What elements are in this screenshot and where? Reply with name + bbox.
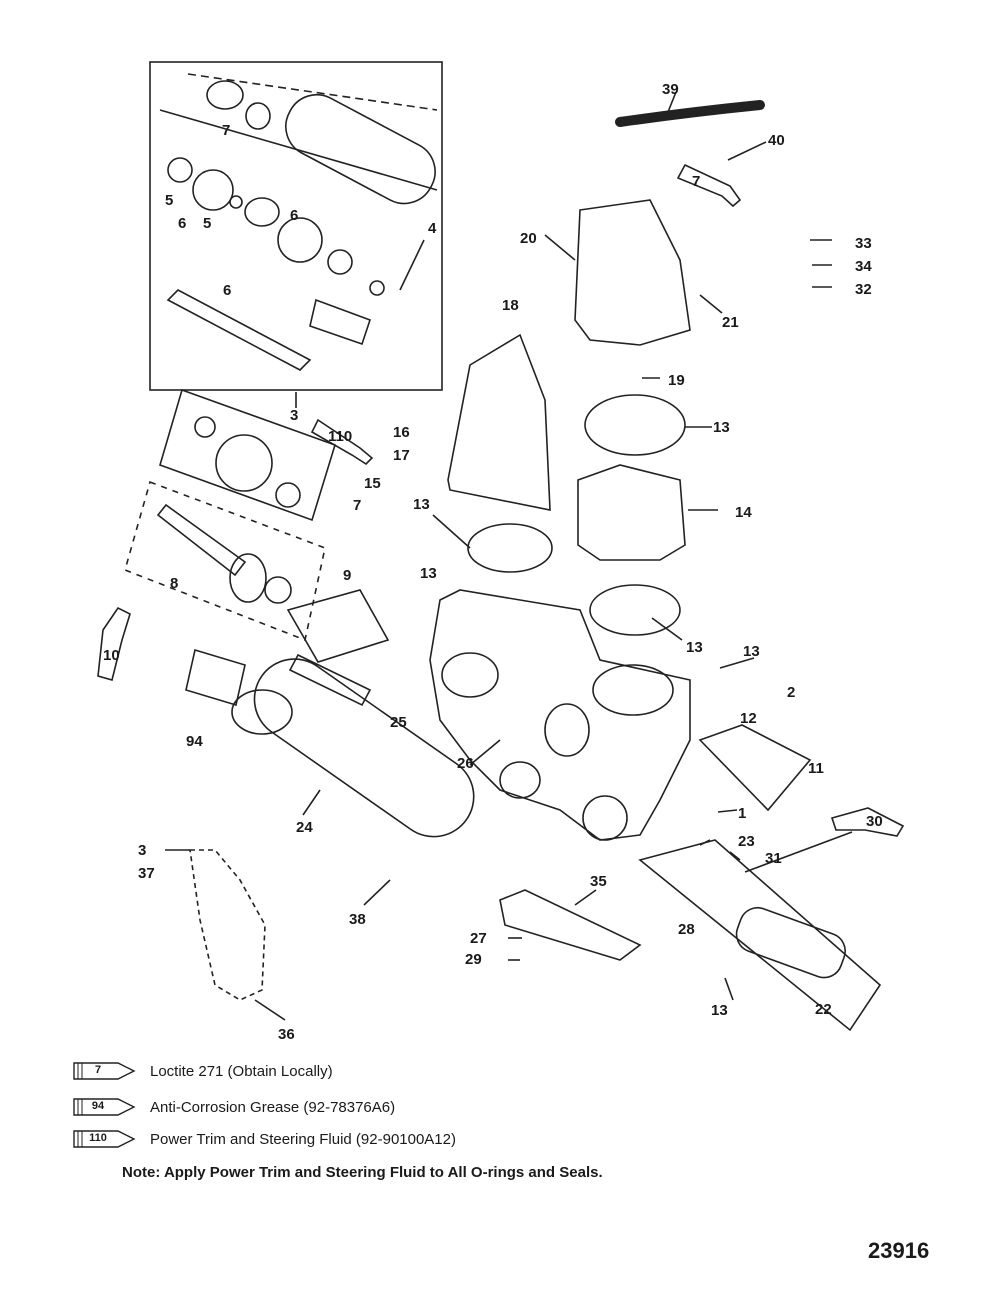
callout: 3 [290, 407, 298, 424]
callout: 34 [855, 258, 872, 275]
callout: 2 [787, 684, 795, 701]
callout: 18 [502, 297, 519, 314]
tube-number: 110 [89, 1132, 107, 1144]
inset-cylinder [285, 93, 436, 205]
callout: 24 [296, 819, 313, 836]
callout: 13 [711, 1002, 728, 1019]
callout: 6 [290, 207, 298, 224]
callout: 3 [138, 842, 146, 859]
inset-box-10 [286, 589, 390, 663]
callout: 7 [353, 497, 361, 514]
bar-27 [499, 889, 642, 961]
callout: 13 [420, 565, 437, 582]
sealant-tube-icon: 7 [72, 1062, 136, 1080]
callout: 110 [328, 428, 352, 445]
figure-number: 23916 [868, 1238, 930, 1263]
legend-row-grease: 94 Anti-Corrosion Grease (92-78376A6) [72, 1094, 395, 1120]
callout: 36 [278, 1026, 295, 1043]
callout: 32 [855, 281, 872, 298]
inset-box-pump [149, 61, 443, 391]
callout: 4 [428, 220, 437, 237]
callout: 14 [735, 504, 752, 521]
callout: 1 [738, 805, 746, 822]
callout: 12 [740, 710, 757, 727]
legend-text: Power Trim and Steering Fluid (92-90100A… [150, 1130, 456, 1148]
callout: 28 [678, 921, 695, 938]
inset-box-22 [638, 839, 882, 1032]
callout: 10 [103, 647, 120, 664]
callout: 13 [743, 643, 760, 660]
sealant-tube-icon: 110 [72, 1130, 136, 1148]
sealant-tube-icon: 94 [72, 1098, 136, 1116]
note-text: Note: Apply Power Trim and Steering Flui… [122, 1164, 603, 1181]
callout: 35 [590, 873, 607, 890]
callout: 9 [343, 567, 351, 584]
callout: 16 [393, 424, 410, 441]
callout: 6 [223, 282, 231, 299]
tube-number: 7 [94, 1064, 102, 1076]
callout: 11 [808, 760, 824, 777]
callout: 27 [470, 930, 487, 947]
callout: 20 [520, 230, 537, 247]
callout: 13 [686, 639, 703, 656]
callout: 13 [713, 419, 730, 436]
callout: 19 [668, 372, 685, 389]
callout: 17 [393, 447, 410, 464]
pump-body [577, 464, 686, 561]
callout: 30 [866, 813, 883, 830]
legend-row-fluid: 110 Power Trim and Steering Fluid (92-90… [72, 1126, 456, 1152]
callout: 39 [662, 81, 679, 98]
callout: 21 [722, 314, 739, 331]
callout: 5 [165, 192, 173, 209]
callout: 13 [413, 496, 430, 513]
inset-box-valve [159, 388, 336, 522]
callout: 22 [815, 1001, 832, 1018]
legend-text: Anti-Corrosion Grease (92-78376A6) [150, 1098, 396, 1116]
callout: 94 [186, 733, 203, 750]
callout: 23 [738, 833, 755, 850]
callout: 38 [349, 911, 366, 928]
callout: 5 [203, 215, 211, 232]
callout: 8 [170, 575, 178, 592]
callout: 40 [768, 132, 785, 149]
callout: 7 [692, 173, 700, 190]
callout: 25 [390, 714, 407, 731]
main-housing [429, 589, 691, 841]
callout: 33 [855, 235, 872, 252]
callout: 26 [457, 755, 474, 772]
callout: 15 [364, 475, 381, 492]
inset-box-11 [698, 724, 812, 812]
callout: 6 [178, 215, 186, 232]
legend-text: Loctite 271 (Obtain Locally) [150, 1062, 333, 1080]
callout: 7 [222, 122, 230, 139]
tube-number: 94 [91, 1100, 105, 1112]
callout: 31 [765, 850, 782, 867]
callout: 29 [465, 951, 482, 968]
legend-row-loctite: 7 Loctite 271 (Obtain Locally) [72, 1058, 333, 1084]
reservoir [447, 333, 551, 511]
motor [574, 199, 691, 346]
callout: 37 [138, 865, 155, 882]
